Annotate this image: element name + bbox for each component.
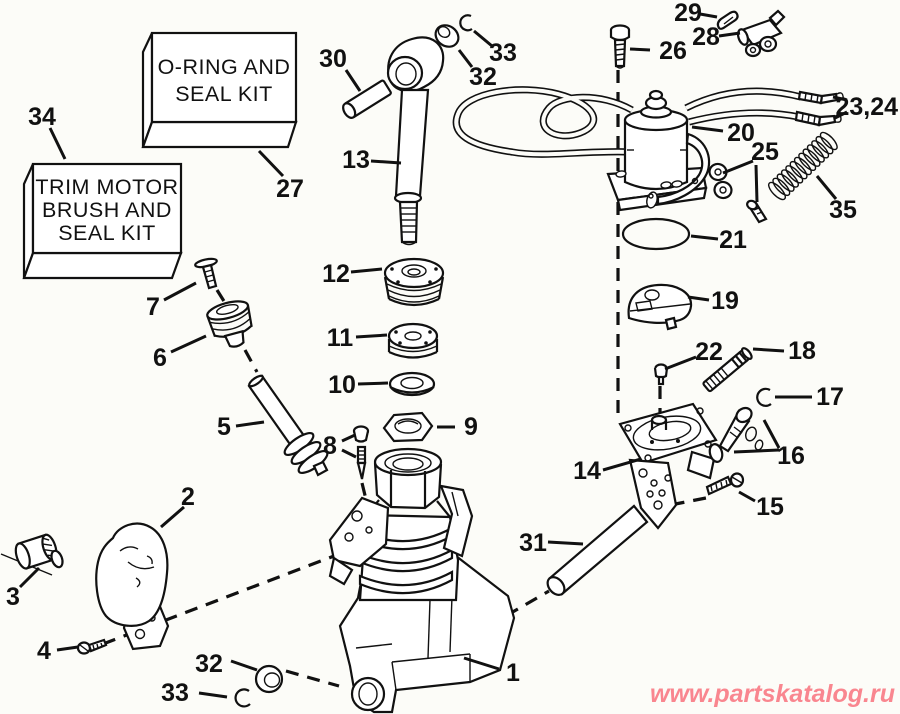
leader-lines (18, 12, 848, 699)
part-label-18: 18 (788, 337, 816, 365)
motor-wire-harness (452, 86, 634, 158)
part-7-screw (194, 257, 218, 290)
part-6-seal-plug (206, 300, 253, 348)
part-label-6: 6 (153, 344, 167, 372)
part-label-34: 34 (28, 103, 56, 131)
part-28-connector (736, 9, 786, 58)
part-1-cylinder-assembly (328, 447, 516, 714)
oring-kit-line2: SEAL KIT (175, 82, 273, 106)
part-12-cylinder-cap (383, 257, 445, 307)
part-8-valve-set (352, 425, 370, 480)
part-4-screw (76, 638, 108, 655)
part-label-31: 31 (519, 529, 547, 557)
part-26-bolt (609, 24, 631, 69)
part-label-5: 5 (217, 413, 231, 441)
part-label-30: 30 (319, 45, 347, 73)
part-label-35: 35 (829, 196, 857, 224)
part-10-washer (388, 371, 436, 397)
part-label-2: 2 (181, 483, 195, 511)
part-9-hex-nut (382, 411, 434, 443)
part-label-33-lower: 33 (161, 679, 189, 707)
part-label-12: 12 (322, 260, 350, 288)
part-11-piston (387, 322, 439, 359)
part-label-8: 8 (323, 432, 337, 460)
part-13-tilt-rod (386, 36, 445, 246)
part-32-upper-bushing (434, 24, 460, 48)
part-label-17: 17 (816, 383, 844, 411)
part-label-7: 7 (146, 293, 160, 321)
part-15-screw (705, 472, 745, 496)
part-label-9: 9 (464, 413, 478, 441)
part-31-pin (546, 504, 649, 596)
part-32-lower-bushing (254, 664, 284, 694)
part-25-link-set (708, 162, 768, 224)
part-label-13: 13 (342, 146, 370, 174)
part-label-1: 1 (506, 659, 520, 687)
oring-seal-kit-box: O-RING AND SEAL KIT (141, 31, 298, 149)
part-label-11: 11 (327, 324, 354, 352)
part-label-26: 26 (659, 37, 687, 65)
part-3-bearing (0, 533, 64, 576)
part-label-32-upper: 32 (469, 63, 497, 91)
part-20-trim-motor (606, 89, 711, 212)
part-23-24-motor-leads (684, 87, 844, 127)
part-label-23-24: 23,24 (835, 93, 898, 121)
part-number-labels: 34 27 30 13 33 32 26 29 28 23,24 20 25 3… (6, 0, 898, 707)
part-label-32-lower: 32 (195, 650, 223, 678)
part-label-27: 27 (276, 175, 304, 203)
part-5-trim-rod (247, 374, 329, 477)
part-label-4: 4 (37, 637, 51, 665)
part-19-cap (627, 283, 693, 331)
watermark-url: www.partskatalog.ru (650, 680, 895, 708)
part-14-manifold (618, 402, 724, 530)
trim-kit-line1: TRIM MOTOR (35, 175, 178, 199)
part-label-3: 3 (6, 583, 20, 611)
part-29-clip (716, 10, 739, 30)
part-label-28: 28 (692, 23, 720, 51)
part-label-33-upper: 33 (489, 39, 517, 67)
part-label-16: 16 (777, 442, 805, 470)
part-17-snap-ring (756, 387, 772, 407)
part-33-lower-snap-ring (234, 688, 251, 708)
part-label-21: 21 (719, 226, 747, 254)
trim-kit-line2: BRUSH AND (42, 198, 172, 222)
part-33-upper-snap-ring (459, 14, 473, 32)
part-label-25: 25 (751, 138, 779, 166)
part-16-release-valve (718, 406, 764, 453)
part-2-manifold-cover (95, 522, 170, 651)
part-35-spring (768, 131, 838, 201)
trim-motor-kit-box: TRIM MOTOR BRUSH AND SEAL KIT (22, 162, 183, 280)
part-label-14: 14 (573, 457, 601, 485)
part-label-15: 15 (756, 493, 784, 521)
part-30-pin (342, 79, 392, 119)
trim-kit-line3: SEAL KIT (58, 221, 156, 245)
part-label-19: 19 (711, 287, 739, 315)
oring-kit-line1: O-RING AND (158, 55, 291, 79)
part-21-oring (621, 217, 691, 251)
part-label-10: 10 (328, 371, 356, 399)
part-label-22: 22 (695, 338, 723, 366)
part-label-20: 20 (727, 119, 755, 147)
part-18-valve-rod (702, 347, 753, 393)
part-label-29: 29 (674, 0, 702, 27)
